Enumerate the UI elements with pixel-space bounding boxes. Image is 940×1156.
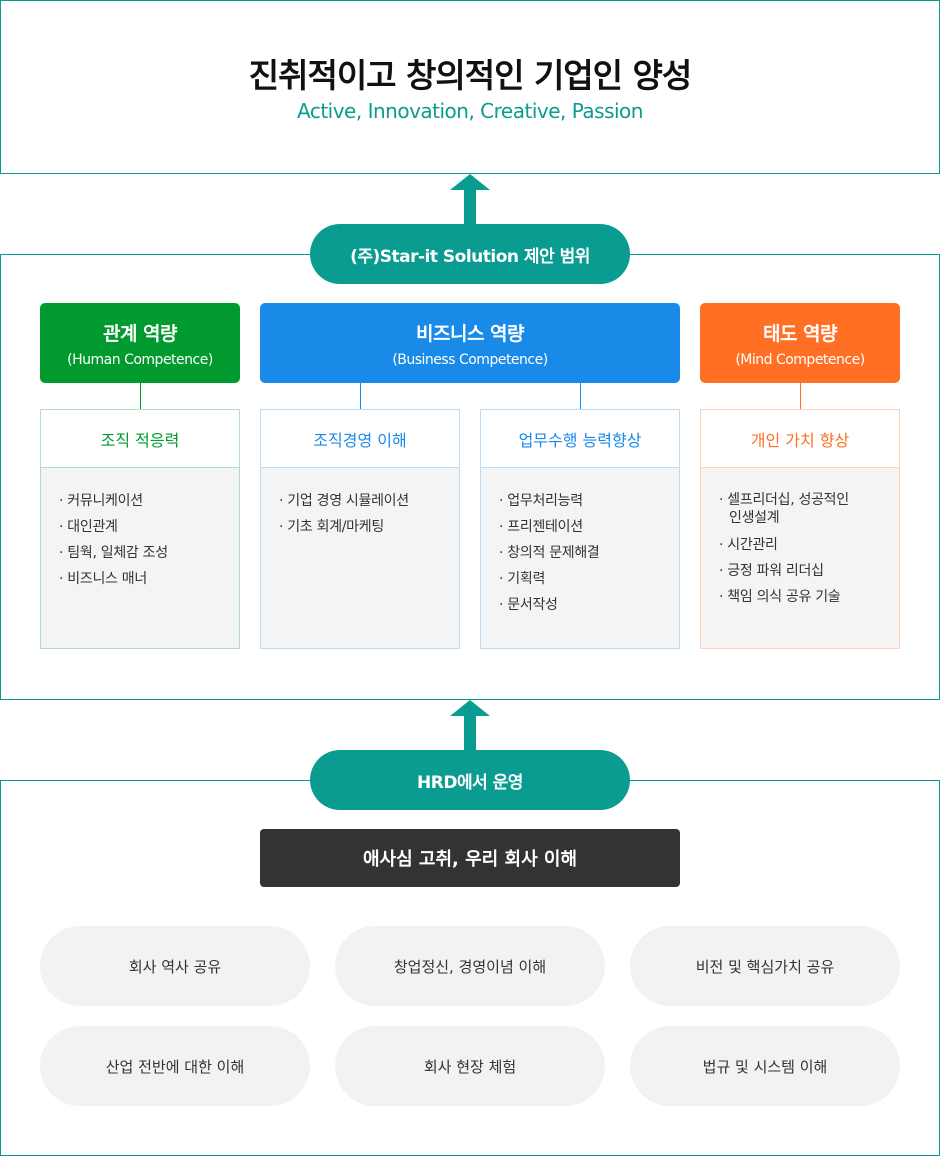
connector xyxy=(140,383,141,409)
connector xyxy=(800,383,801,409)
hrd-main: 애사심 고취, 우리 회사 이해 xyxy=(260,829,680,887)
scope-label: (주)Star-it Solution 제안 범위 xyxy=(310,224,630,284)
category-en: (Mind Competence) xyxy=(735,352,865,368)
area-title: 조직 적응력 xyxy=(41,410,239,468)
list-item: · 셀프리더십, 성공적인 인생설계 xyxy=(719,492,849,526)
area-box: 업무수행 능력향상 · 업무처리능력 · 프리젠테이션 · 창의적 문제해결 · 기획… xyxy=(480,409,680,649)
program-item: 법규 및 시스템 이해 xyxy=(630,1026,900,1106)
program-item: 산업 전반에 대한 이해 xyxy=(40,1026,310,1106)
connector xyxy=(360,383,361,409)
connector xyxy=(580,383,581,409)
category-name: 비즈니스 역량 xyxy=(416,323,525,345)
area-title: 조직경영 이해 xyxy=(261,410,459,468)
category-en: (Human Competence) xyxy=(67,352,213,368)
category-name: 태도 역량 xyxy=(762,323,838,345)
list-item: · 기초 회계/마케팅 xyxy=(279,519,384,535)
area-box: 조직 적응력 · 커뮤니케이션 · 대인관계 · 팀웍, 일체감 조성 · 비즈니스 … xyxy=(40,409,240,649)
area-title: 업무수행 능력향상 xyxy=(481,410,679,468)
list-item: · 긍정 파워 리더십 xyxy=(719,563,824,579)
program-item: 회사 현장 체험 xyxy=(335,1026,605,1106)
list-item: · 창의적 문제해결 xyxy=(499,545,600,561)
program-item: 비전 및 핵심가치 공유 xyxy=(630,926,900,1006)
list-item: · 문서작성 xyxy=(499,597,558,613)
list-item: · 기획력 xyxy=(499,571,546,587)
list-item: · 대인관계 xyxy=(59,519,118,535)
program-item: 회사 역사 공유 xyxy=(40,926,310,1006)
area-box: 개인 가치 향상 · 셀프리더십, 성공적인 인생설계 · 시간관리 · 긍정 파워… xyxy=(700,409,900,649)
list-item: · 시간관리 xyxy=(719,537,778,553)
list-item: · 비즈니스 매너 xyxy=(59,571,147,587)
area-title: 개인 가치 향상 xyxy=(701,410,899,468)
hrd-label: HRD에서 운영 xyxy=(310,750,630,810)
program-item: 창업정신, 경영이념 이해 xyxy=(335,926,605,1006)
category-en: (Business Competence) xyxy=(392,352,548,368)
area-box: 조직경영 이해 · 기업 경영 시뮬레이션 · 기초 회계/마케팅 xyxy=(260,409,460,649)
category-business: 비즈니스 역량 (Business Competence) xyxy=(260,303,680,383)
goal-title: 진취적이고 창의적인 기업인 양성 xyxy=(248,56,693,95)
category-name: 관계 역량 xyxy=(102,323,178,345)
list-item: · 팀웍, 일체감 조성 xyxy=(59,545,168,561)
list-item: · 커뮤니케이션 xyxy=(59,493,143,509)
list-item: · 프리젠테이션 xyxy=(499,519,583,535)
goal-box: 진취적이고 창의적인 기업인 양성 Active, Innovation, Cr… xyxy=(0,0,940,174)
list-item: · 기업 경영 시뮬레이션 xyxy=(279,493,409,509)
category-mind: 태도 역량 (Mind Competence) xyxy=(700,303,900,383)
category-human: 관계 역량 (Human Competence) xyxy=(40,303,240,383)
list-item: · 업무처리능력 xyxy=(499,493,583,509)
goal-subtitle: Active, Innovation, Creative, Passion xyxy=(297,99,643,123)
list-item: · 책임 의식 공유 기술 xyxy=(719,589,841,605)
